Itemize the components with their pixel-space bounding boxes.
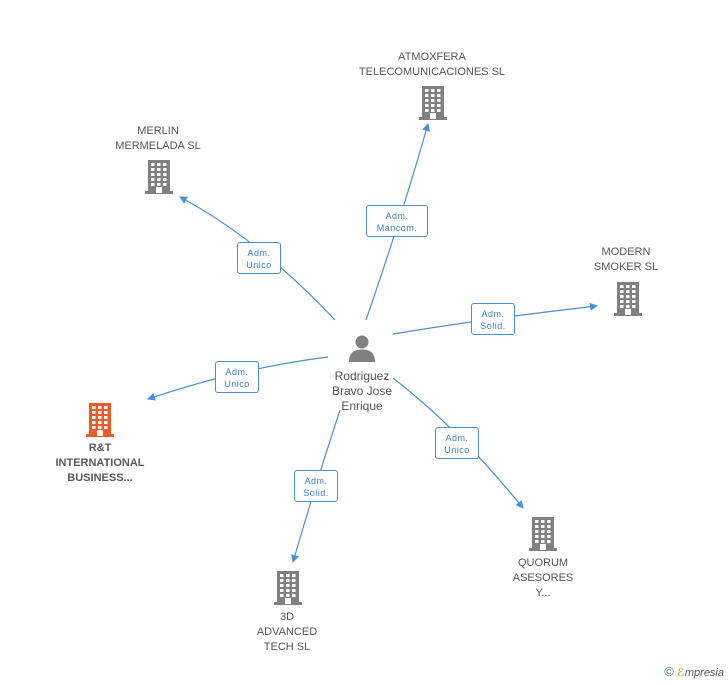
person-icon[interactable] <box>347 333 377 368</box>
role-badge-line: Unico <box>246 260 272 270</box>
company-label-line: MERMELADA SL <box>115 140 201 152</box>
role-badge-line: Adm. <box>445 433 469 443</box>
building-icon[interactable] <box>529 517 557 556</box>
company-label-line: TECH SL <box>263 641 311 653</box>
brand-logo-text: mpresia <box>684 667 724 679</box>
role-badge-merlin[interactable]: Adm. Unico <box>237 242 281 274</box>
building-icon[interactable] <box>145 160 173 199</box>
role-badge-line: Adm. <box>385 211 409 221</box>
building-icon[interactable] <box>419 86 447 125</box>
role-badge-3d[interactable]: Adm. Solid. <box>294 470 338 502</box>
company-label-line: R&T <box>88 442 112 454</box>
role-badge-line: Unico <box>224 379 250 389</box>
role-badge-atmoxfera[interactable]: Adm. Mancom. <box>366 205 428 237</box>
company-label-line: SMOKER SL <box>593 261 659 273</box>
company-label-line: INTERNATIONAL <box>55 457 145 469</box>
company-label-line: ATMOXFERA <box>398 51 466 63</box>
company-label-line: 3D <box>279 611 295 623</box>
role-badge-line: Adm. <box>481 309 505 319</box>
company-label-line: MODERN <box>601 246 651 258</box>
company-label[interactable]: 3D ADVANCED TECH SL <box>257 610 317 655</box>
company-label[interactable]: MODERN SMOKER SL <box>594 245 658 275</box>
company-label-line: QUORUM <box>517 557 569 569</box>
company-label[interactable]: MERLIN MERMELADA SL <box>115 124 201 154</box>
company-label[interactable]: R&T INTERNATIONAL BUSINESS... <box>55 441 144 486</box>
company-label-line: Y... <box>535 587 551 599</box>
company-label-line: TELECOMUNICACIONES SL <box>358 66 506 78</box>
role-badge-line: Adm. <box>247 248 271 258</box>
role-badge-rt[interactable]: Adm. Unico <box>215 361 259 393</box>
role-badge-quorum[interactable]: Adm. Unico <box>435 427 479 459</box>
role-badge-line: Adm. <box>225 367 249 377</box>
role-badge-line: Unico <box>444 445 470 455</box>
copyright-symbol: © <box>664 664 674 679</box>
role-badge-line: Mancom. <box>376 223 418 233</box>
brand-logo-initial: ℰ <box>676 667 685 679</box>
center-person-name[interactable]: Rodriguez Bravo Jose Enrique <box>332 369 392 414</box>
role-badge-line: Solid. <box>303 488 329 498</box>
company-label-line: ADVANCED <box>256 626 318 638</box>
center-name-line: Bravo Jose <box>331 384 393 398</box>
company-label[interactable]: ATMOXFERA TELECOMUNICACIONES SL <box>359 50 505 80</box>
role-badge-line: Adm. <box>304 476 328 486</box>
center-name-line: Enrique <box>341 399 383 413</box>
role-badge-line: Solid. <box>480 321 506 331</box>
building-icon[interactable] <box>274 571 302 610</box>
company-label-line: MERLIN <box>137 125 179 137</box>
company-label[interactable]: QUORUM ASESORES Y... <box>513 556 574 601</box>
center-name-line: Rodriguez <box>334 369 390 383</box>
footer-brand: © ℰmpresia <box>664 664 724 679</box>
company-label-line: ASESORES <box>512 572 574 584</box>
company-label-line: BUSINESS... <box>67 472 133 484</box>
building-icon[interactable] <box>86 403 114 442</box>
role-badge-modern[interactable]: Adm. Solid. <box>471 303 515 335</box>
building-icon[interactable] <box>614 282 642 321</box>
